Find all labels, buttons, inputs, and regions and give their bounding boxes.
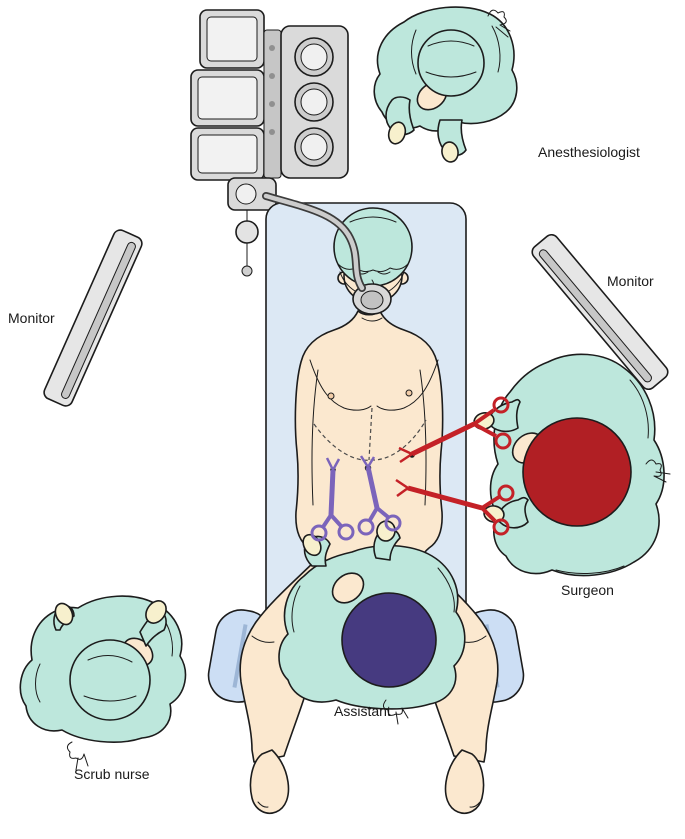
patient-toe-lines <box>257 801 481 808</box>
machine-gauge-face <box>300 133 328 161</box>
gown-folds <box>555 379 649 574</box>
purple-instrument-ring <box>337 523 355 541</box>
cap-tie-bow <box>66 741 89 771</box>
monitor-right-panel <box>531 233 669 391</box>
monitor-right-edge <box>538 249 652 383</box>
machine-screen-3 <box>197 134 258 174</box>
scrub-nurse-hand-right <box>145 600 167 624</box>
vaporizer-bulb <box>235 220 259 244</box>
purple-instrument-ring <box>310 524 328 542</box>
red-instrument-ring <box>497 484 515 502</box>
label-monitor-right: Monitor <box>607 273 654 289</box>
red-instrument-ring <box>494 432 512 450</box>
machine-knob <box>269 101 275 107</box>
red-instrument-tip-lower <box>395 478 409 498</box>
anesthesiologist-hand-right <box>441 141 459 163</box>
purple-instrument-ring <box>384 514 402 532</box>
purple-instrument-ring <box>357 518 375 536</box>
nipple-right <box>405 389 413 397</box>
machine-knob <box>269 129 275 135</box>
cap-tie-bow <box>487 9 511 38</box>
anesthesia-mask-inner <box>360 290 384 310</box>
red-instrument-handle-upper <box>472 408 497 438</box>
purple-instrument-shaft-left <box>328 469 336 516</box>
scrub-nurse-figure <box>19 595 187 771</box>
assistant-instruments <box>310 455 402 542</box>
purple-instrument-shaft-center <box>365 466 380 509</box>
scrub-nurse-cap <box>69 639 151 721</box>
purple-instrument-tip-left <box>325 457 341 471</box>
vaporizer-knob <box>241 265 253 277</box>
purple-instrument-tip-center <box>359 455 376 468</box>
leg-support-seam <box>232 624 248 688</box>
labels: Anesthesiologist Monitor Monitor Surgeon… <box>8 144 654 782</box>
machine-screen-2 <box>197 76 258 120</box>
assistant-cap <box>341 592 437 688</box>
surgeon-cap <box>522 417 632 527</box>
patient-chest-lines <box>309 317 439 411</box>
nipple-left <box>327 392 335 400</box>
label-surgeon: Surgeon <box>561 582 614 598</box>
cap-folds <box>83 655 137 702</box>
patient-surgical-cap <box>333 207 413 287</box>
purple-instrument-handle-left <box>321 513 343 529</box>
red-instrument-handle-lower <box>480 495 501 523</box>
cap-folds <box>425 40 477 78</box>
machine-lower-dial <box>235 183 257 205</box>
label-scrub-nurse: Scrub nurse <box>74 766 150 782</box>
anesthesiologist-cap <box>417 29 485 97</box>
anesthesiologist-hand-left <box>387 121 407 145</box>
machine-screen-1 <box>206 16 258 62</box>
machine-knob <box>269 45 275 51</box>
patient-foot-left <box>249 749 290 814</box>
machine-knob <box>269 73 275 79</box>
red-instrument-ring <box>492 396 510 414</box>
gown-folds <box>291 567 455 633</box>
assistant-face <box>331 572 365 604</box>
surgeon-instruments <box>395 396 515 536</box>
label-assistant: Assistant <box>334 703 391 719</box>
cap-tie-bow <box>645 459 671 483</box>
monitor-left <box>43 229 143 407</box>
mask-straps <box>339 271 405 292</box>
patient-foot-right <box>444 749 485 814</box>
cap-tie-bow <box>382 699 409 725</box>
tube-body <box>263 193 365 291</box>
surgeon-figure <box>473 353 671 577</box>
costal-margin-dashed <box>313 407 427 461</box>
anesthesiologist-figure <box>373 6 518 163</box>
red-instrument-shaft-lower <box>407 485 483 511</box>
patient-arm-lines <box>311 369 427 506</box>
purple-instrument-handle-center <box>368 506 390 522</box>
monitor-right <box>531 233 669 391</box>
red-instrument-tip-upper <box>398 446 413 464</box>
label-anesthesiologist: Anesthesiologist <box>538 144 640 160</box>
patient-cap-folds <box>337 216 409 273</box>
patient-torso <box>294 310 444 563</box>
label-monitor-left: Monitor <box>8 310 55 326</box>
anesthesia-machine <box>190 9 349 277</box>
patient-knee-lines <box>251 635 487 643</box>
machine-gauge-face <box>300 43 328 71</box>
scrub-nurse-hand-left <box>54 602 74 626</box>
red-instrument-ring <box>492 518 510 536</box>
breathing-tube <box>262 192 366 292</box>
machine-gauge-face <box>300 88 328 116</box>
red-instrument-shaft-upper <box>410 421 476 457</box>
gown-folds <box>411 25 501 75</box>
monitor-left-edge <box>61 241 136 399</box>
